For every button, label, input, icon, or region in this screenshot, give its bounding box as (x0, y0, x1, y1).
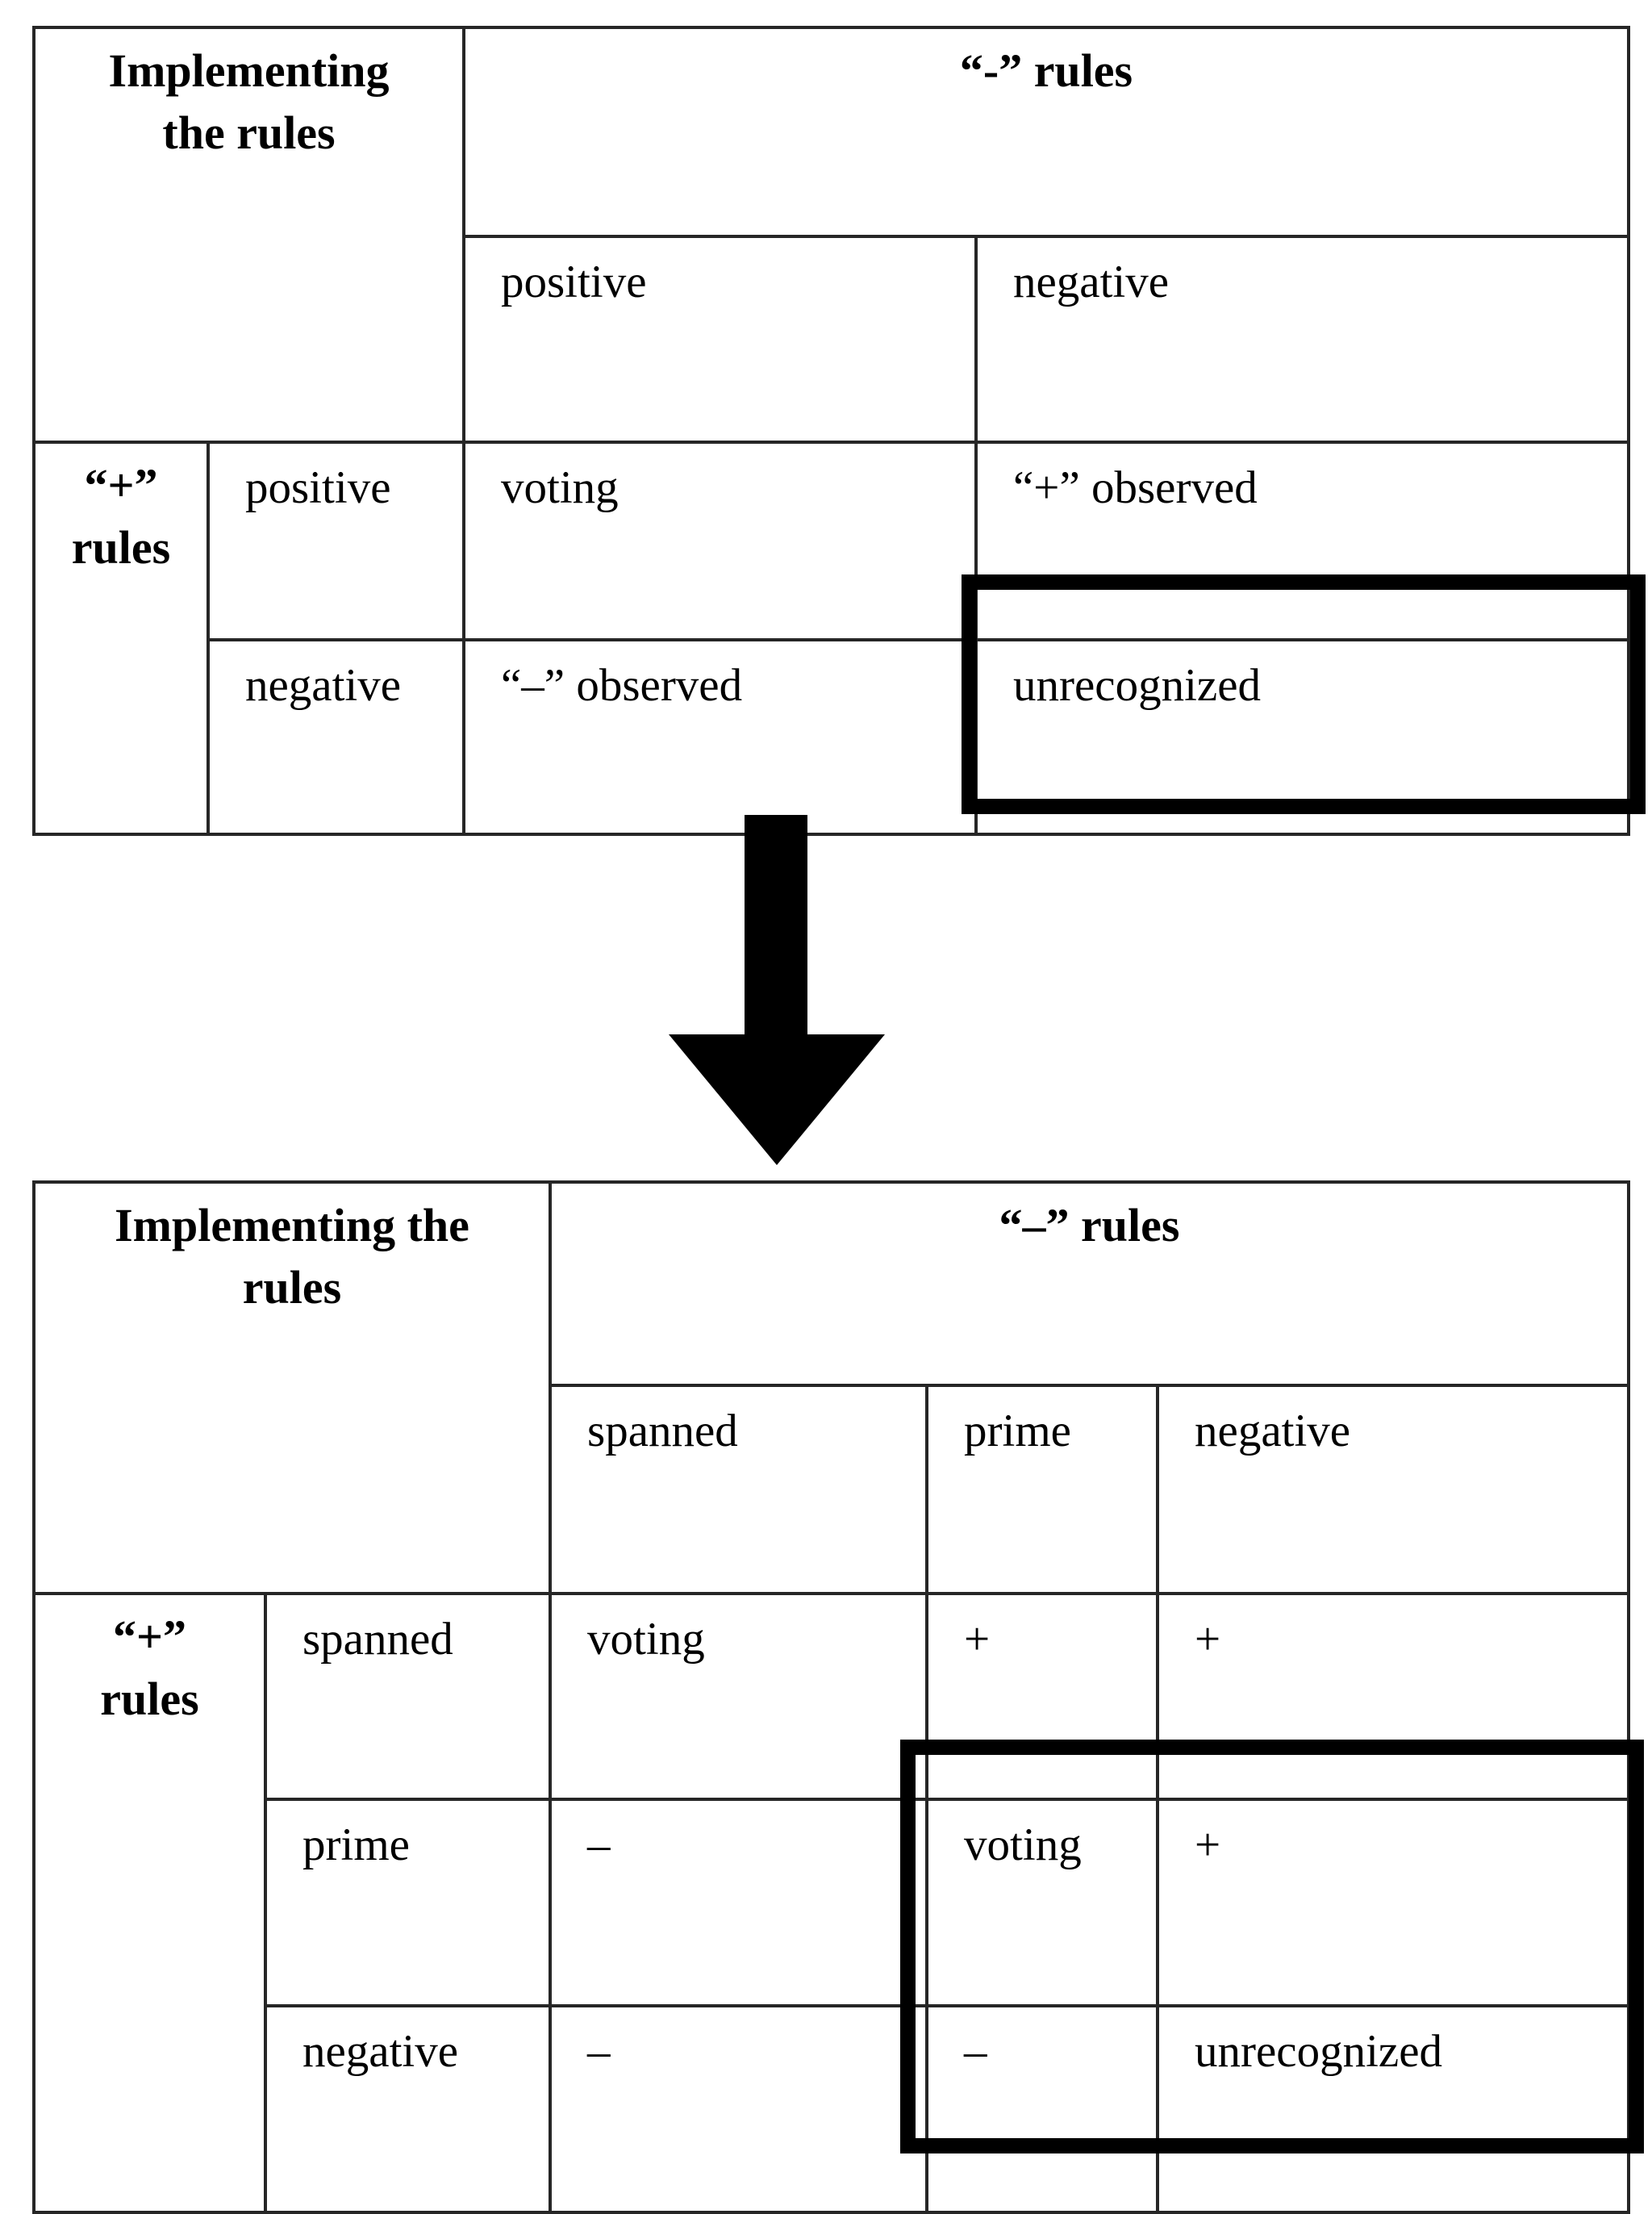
bottom-row-group-header: “+” rules (32, 1592, 267, 2214)
top-cell-positive-positive: voting (462, 441, 978, 641)
bottom-row-header-prime: prime (263, 1798, 553, 2007)
bottom-col-header-prime: prime (925, 1384, 1160, 1595)
top-col-group-header: “-” rules (462, 26, 1630, 238)
down-arrow-icon (745, 815, 807, 1036)
top-row-header-positive: positive (206, 441, 465, 641)
bottom-cell-negative-spanned: – (549, 2004, 929, 2214)
bottom-row-header-negative: negative (263, 2004, 553, 2214)
bottom-col-header-spanned: spanned (549, 1384, 929, 1595)
bottom-cell-spanned-negative: + (1156, 1592, 1631, 1801)
top-col-header-positive: positive (462, 235, 978, 444)
bottom-cell-negative-negative: unrecognized (1156, 2004, 1631, 2214)
bottom-cell-prime-negative: + (1156, 1798, 1631, 2007)
highlight-box-unrecognized (962, 574, 1646, 814)
top-row-group-header: “+” rules (32, 441, 210, 836)
top-cell-positive-negative: “+” observed (974, 441, 1630, 641)
top-table: Implementing the rules “-” rules positiv… (32, 26, 1630, 836)
bottom-row-header-spanned: spanned (263, 1592, 553, 1801)
bottom-cell-prime-prime: voting (925, 1798, 1160, 2007)
top-corner-header: Implementing the rules (32, 26, 465, 444)
bottom-corner-header: Implementing the rules (31, 1180, 553, 1595)
top-row-header-negative: negative (206, 638, 465, 836)
down-arrow-head-icon (669, 1034, 885, 1165)
bottom-cell-prime-spanned: – (549, 1798, 929, 2007)
bottom-col-group-header: “–” rules (549, 1180, 1631, 1387)
bottom-table: Implementing the rules “–” rules spanned… (31, 1180, 1631, 2214)
top-col-header-negative: negative (974, 235, 1630, 444)
bottom-cell-spanned-prime: + (925, 1592, 1160, 1801)
highlight-box-prime-negative-block (900, 1740, 1644, 2153)
bottom-cell-spanned-spanned: voting (549, 1592, 929, 1801)
top-cell-negative-positive: “–” observed (462, 638, 978, 836)
bottom-col-header-negative: negative (1156, 1384, 1631, 1595)
